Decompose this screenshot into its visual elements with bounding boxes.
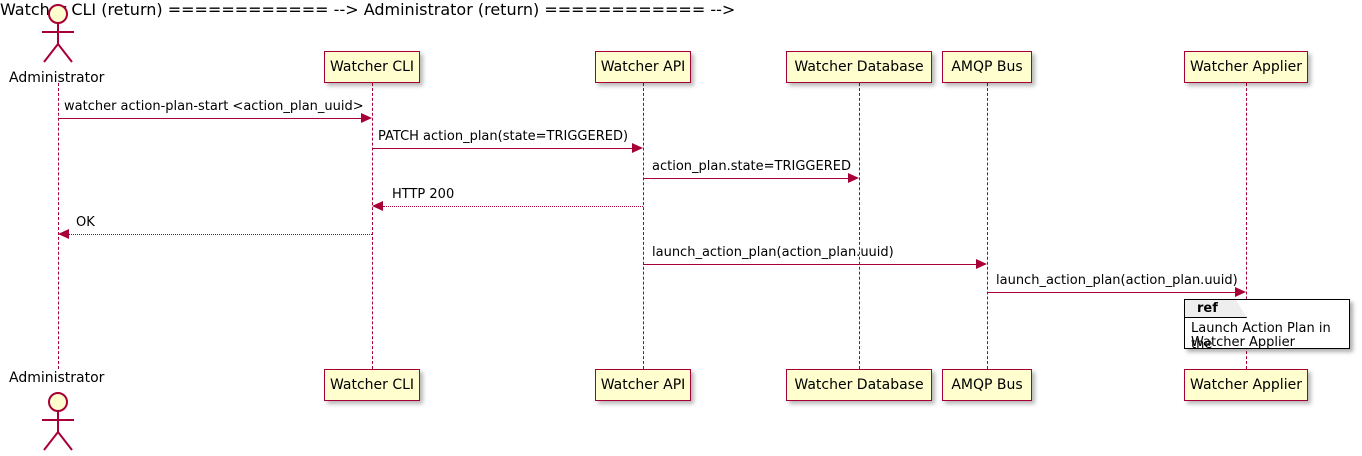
message-label-action-plan-state-triggered: action_plan.state=TRIGGERED — [652, 159, 851, 174]
message-arrowhead-launch-action-plan-bus — [976, 259, 987, 269]
participant-watcher-cli-top[interactable]: Watcher CLI — [324, 51, 420, 83]
ref-fragment-body-line-1: Launch Action Plan in the — [1191, 321, 1331, 352]
message-line-watcher-action-plan-start — [58, 118, 361, 119]
participant-amqp-bus-top[interactable]: AMQP Bus — [942, 51, 1032, 83]
actor-label-administrator-top: Administrator — [9, 70, 105, 86]
message-line-http-200 — [383, 206, 643, 207]
actor-administrator-bottom — [30, 390, 88, 456]
message-line-action-plan-state-triggered — [643, 178, 848, 179]
participant-watcher-api-bottom[interactable]: Watcher API — [595, 369, 691, 401]
lifeline-watcher-api — [643, 83, 644, 369]
stick-figure-icon — [42, 392, 74, 451]
lifeline-watcher-applier — [1246, 83, 1247, 369]
message-arrowhead-launch-action-plan-applier — [1235, 287, 1246, 297]
lifeline-watcher-cli — [372, 83, 373, 369]
message-line-launch-action-plan-bus — [643, 264, 976, 265]
stick-figure-icon — [42, 4, 74, 63]
lifeline-watcher-database — [859, 83, 860, 369]
ref-fragment-tab-label: ref — [1185, 300, 1247, 318]
message-arrowhead-watcher-action-plan-start — [361, 113, 372, 123]
actor-administrator-top — [30, 2, 88, 68]
message-label-watcher-action-plan-start: watcher action-plan-start <action_plan_u… — [64, 99, 364, 114]
message-arrowhead-ok — [58, 229, 69, 239]
message-label-launch-action-plan-bus: launch_action_plan(action_plan.uuid) — [652, 245, 894, 260]
participant-watcher-applier-top[interactable]: Watcher Applier — [1184, 51, 1308, 83]
participant-watcher-applier-bottom[interactable]: Watcher Applier — [1184, 369, 1308, 401]
message-line-launch-action-plan-applier — [987, 292, 1235, 293]
message-label-ok: OK — [76, 215, 95, 230]
message-line-patch-action-plan — [372, 148, 632, 149]
participant-watcher-api-top[interactable]: Watcher API — [595, 51, 691, 83]
lifeline-amqp-bus — [987, 83, 988, 369]
message-line-ok — [69, 234, 372, 235]
message-label-launch-action-plan-applier: launch_action_plan(action_plan.uuid) — [996, 273, 1238, 288]
ref-fragment: ref Launch Action Plan in the Watcher Ap… — [1184, 299, 1350, 352]
actor-label-administrator-bottom: Administrator — [9, 370, 105, 386]
message-arrowhead-patch-action-plan — [632, 143, 643, 153]
message-label-http-200: HTTP 200 — [392, 187, 455, 202]
participant-watcher-cli-bottom[interactable]: Watcher CLI — [324, 369, 420, 401]
message-arrowhead-http-200 — [372, 201, 383, 211]
participant-watcher-database-top[interactable]: Watcher Database — [786, 51, 932, 83]
participant-amqp-bus-bottom[interactable]: AMQP Bus — [942, 369, 1032, 401]
message-arrowhead-action-plan-state-triggered — [848, 173, 859, 183]
lifeline-administrator — [58, 83, 59, 369]
ref-fragment-body-line-2: Watcher Applier — [1191, 335, 1295, 350]
message-label-patch-action-plan: PATCH action_plan(state=TRIGGERED) — [378, 129, 629, 144]
participant-watcher-database-bottom[interactable]: Watcher Database — [786, 369, 932, 401]
